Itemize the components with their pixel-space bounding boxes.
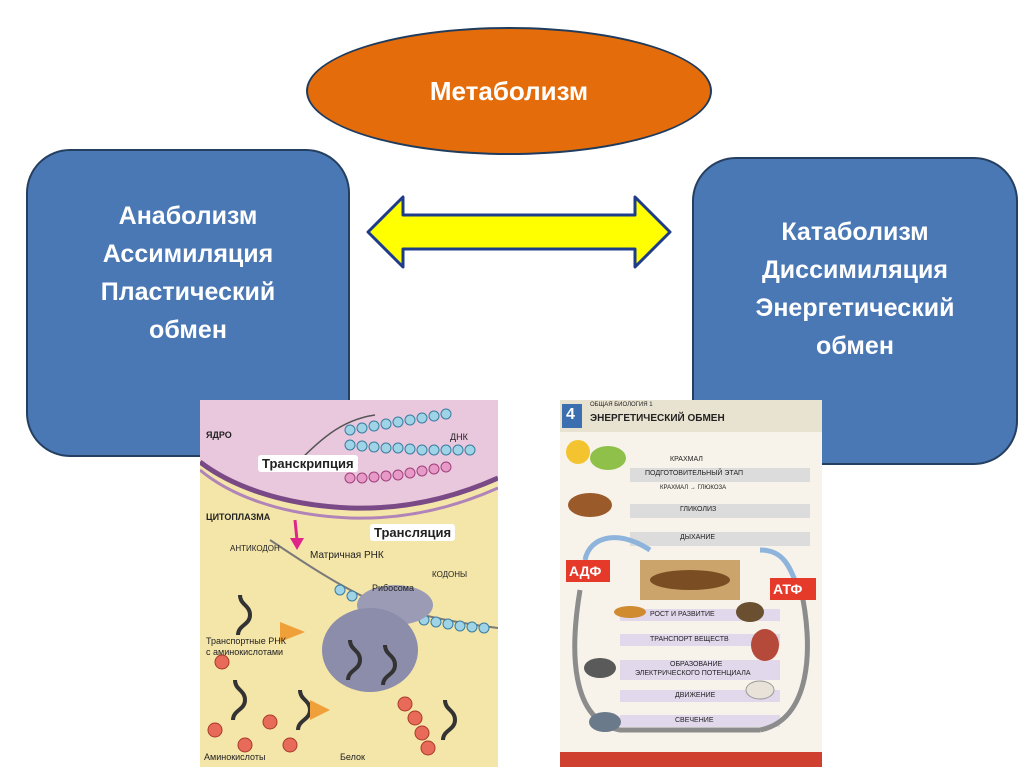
prep-stage-label: ПОДГОТОВИТЕЛЬНЫЙ ЭТАП [645,470,744,477]
adf-label: АДФ [569,563,602,579]
starch-label: КРАХМАЛ [670,456,703,463]
glow-label: СВЕЧЕНИЕ [675,717,714,724]
codons-label: КОДОНЫ [432,570,468,579]
transport-label: ТРАНСПОРТ ВЕЩЕСТВ [650,636,729,643]
translation-label: Трансляция [370,524,456,541]
anabolism-line-4: обмен [149,316,227,344]
catabolism-line-4: обмен [816,332,894,360]
anabolism-line-3: Пластический [100,278,276,306]
potential-label-1: ОБРАЗОВАНИЕ [670,661,723,668]
catabolism-line-2: Диссимиляция [761,256,948,284]
glycolysis-label: ГЛИКОЛИЗ [680,506,717,513]
anabolism-line-2: Ассимиляция [102,240,274,268]
protein-label: Белок [340,752,365,762]
dna-label: ДНК [450,432,468,442]
anabolism-line-1: Анаболизм [118,202,258,230]
starch-glucose-label: КРАХМАЛ → ГЛЮКОЗА [660,485,727,491]
trna-label-1: Транспортные РНК [206,636,286,646]
poster-title: ЭНЕРГЕТИЧЕСКИЙ ОБМЕН [590,413,725,424]
nucleus-label: ЯДРО [206,430,232,440]
amino-acids-label: Аминокислоты [204,752,266,762]
catabolism-text: Катаболизм Диссимиляция Энергетический о… [756,213,955,365]
movement-label: ДВИЖЕНИЕ [675,692,716,699]
anabolism-text: Анаболизм Ассимиляция Пластический обмен [101,197,276,349]
growth-label: РОСТ И РАЗВИТИЕ [650,611,715,618]
ribosome-label: Рибосома [372,583,414,593]
poster-number: 4 [566,406,575,423]
double-arrow-shape [366,195,672,269]
mrna-label: Матричная РНК [310,550,384,561]
metabolism-title: Метаболизм [429,75,589,106]
energy-exchange-illustration: 4 ОБЩАЯ БИОЛОГИЯ 1 ЭНЕРГЕТИЧЕСКИЙ ОБМЕН … [560,400,822,767]
transcription-label: Транскрипция [258,455,358,472]
energy-exchange-art [560,400,822,767]
catabolism-line-3: Энергетический [755,294,955,322]
metabolism-ellipse: Метаболизм [306,27,712,155]
potential-label-2: ЭЛЕКТРИЧЕСКОГО ПОТЕНЦИАЛА [635,670,751,677]
trna-label-2: с аминокислотами [206,647,284,657]
respiration-label: ДЫХАНИЕ [680,534,716,541]
poster-series: ОБЩАЯ БИОЛОГИЯ 1 [590,402,653,408]
catabolism-line-1: Катаболизм [781,218,929,246]
anticodon-label: АНТИКОДОН [230,544,280,553]
atf-label: АТФ [773,581,803,597]
cytoplasm-label: ЦИТОПЛАЗМА [206,512,271,522]
protein-synthesis-illustration: ЯДРО ДНК Транскрипция ЦИТОПЛАЗМА Трансля… [200,400,498,767]
